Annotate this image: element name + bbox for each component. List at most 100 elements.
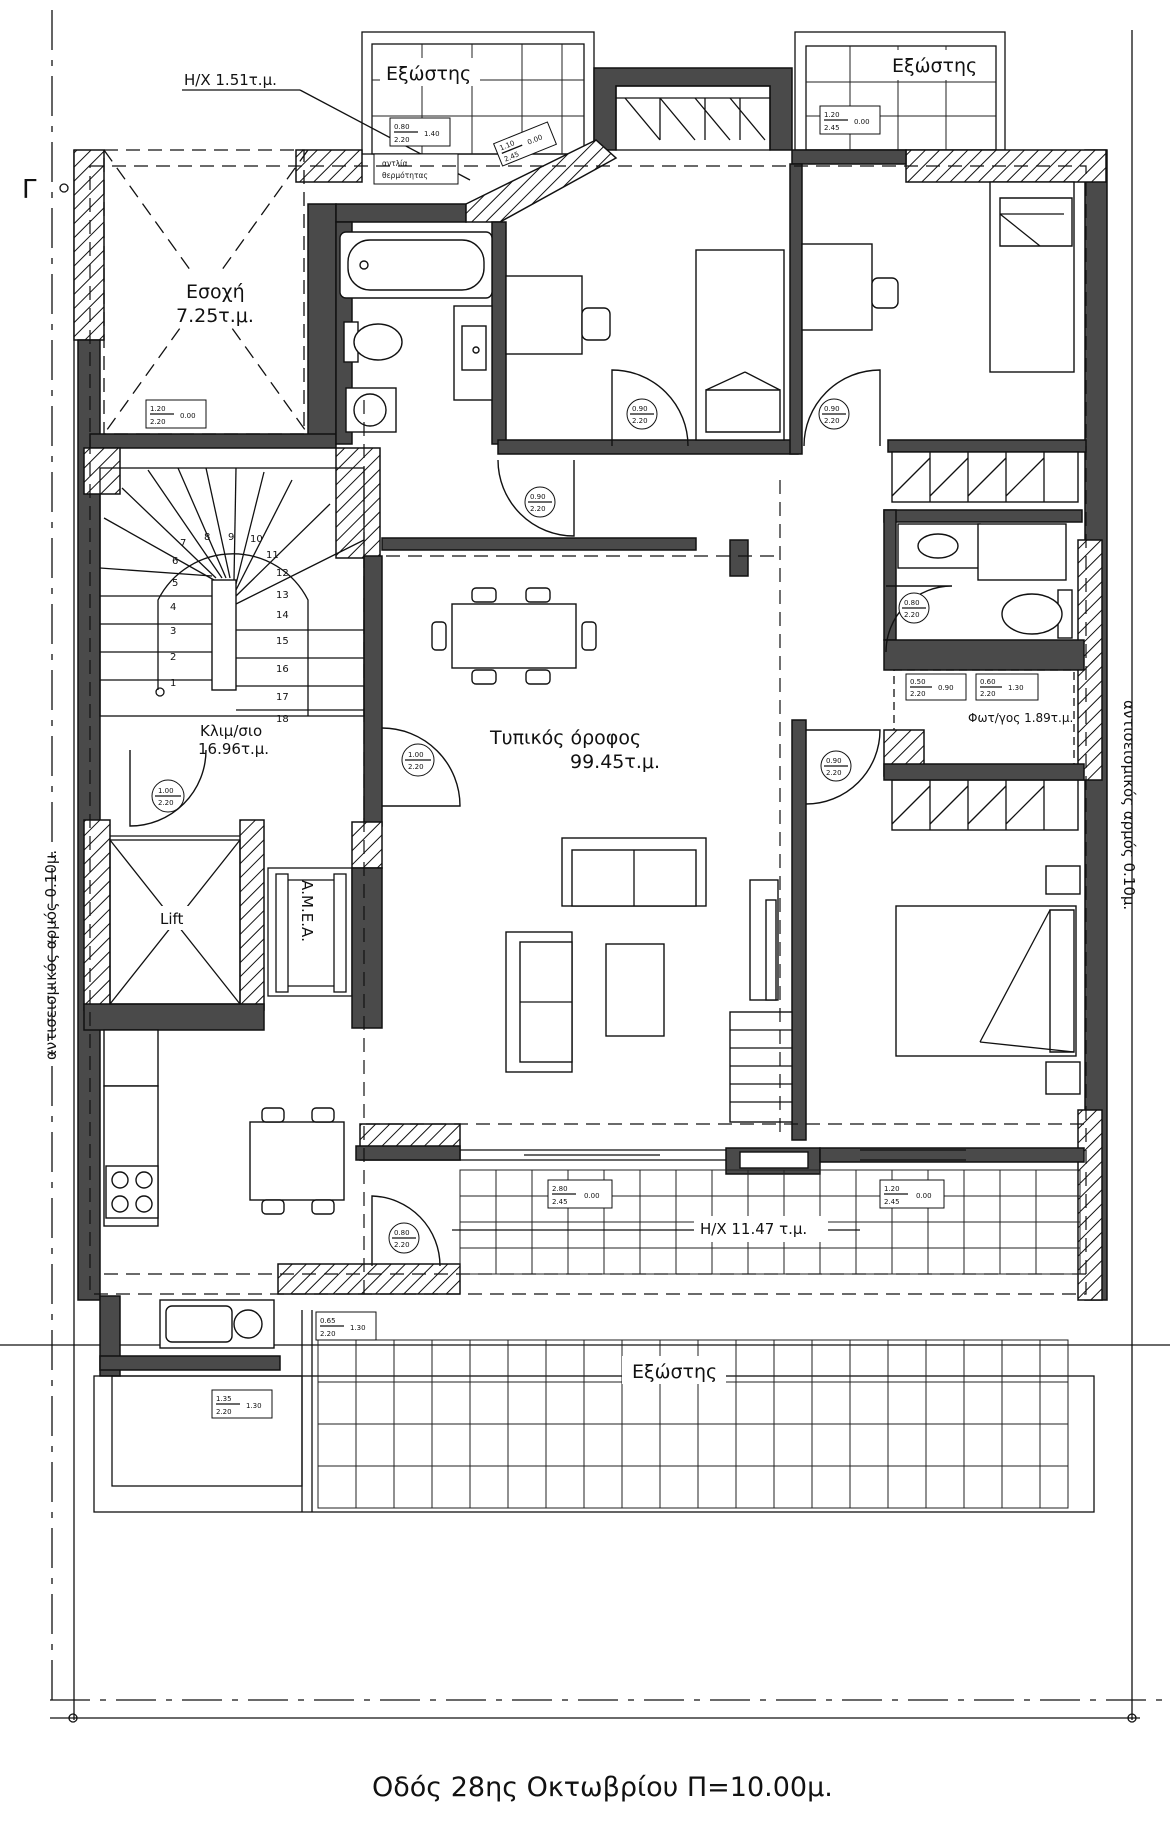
svg-text:2: 2 <box>170 652 176 663</box>
svg-text:2.45: 2.45 <box>552 1198 568 1206</box>
terrace: Η/Χ 11.47 τ.μ. <box>452 1169 1081 1275</box>
terrace-area-label: Η/Χ 11.47 τ.μ. <box>700 1220 807 1238</box>
svg-text:14: 14 <box>276 610 289 621</box>
seismic-joint-left: αντισεισμικός αρμός 0.10μ. <box>42 850 60 1060</box>
svg-text:9: 9 <box>228 532 234 543</box>
bedroom-ne <box>801 181 1075 373</box>
window-tags: 0.802.201.40 1.102.450.00 1.202.450.00 1… <box>145 105 1039 1419</box>
heat-pump-label-1: αντλία <box>382 159 408 168</box>
door-tag: 0.90 2.20 <box>820 750 852 782</box>
door-swing <box>803 369 881 447</box>
svg-text:2.80: 2.80 <box>552 1185 568 1193</box>
svg-text:18: 18 <box>276 714 289 725</box>
svg-text:2.20: 2.20 <box>904 611 920 619</box>
balcony-south: Εξώστης <box>93 1310 1095 1513</box>
svg-text:1.30: 1.30 <box>246 1402 262 1410</box>
svg-text:1.00: 1.00 <box>158 787 174 795</box>
svg-text:2.20: 2.20 <box>826 769 842 777</box>
svg-text:0.00: 0.00 <box>180 412 196 420</box>
svg-text:15: 15 <box>276 636 289 647</box>
staircase: 1 2 3 4 5 6 7 8 9 10 11 12 13 14 15 16 1… <box>83 447 383 827</box>
svg-text:0.00: 0.00 <box>916 1192 932 1200</box>
svg-text:0.90: 0.90 <box>938 684 954 692</box>
lift: Lift <box>83 819 265 1031</box>
door-tag: 0.80 2.20 <box>898 592 930 624</box>
door-swing <box>805 729 881 805</box>
floor-label: Τυπικός όροφος <box>489 727 641 749</box>
south-wall <box>355 1145 1085 1163</box>
door-swing <box>129 749 207 827</box>
svg-text:2.20: 2.20 <box>530 505 546 513</box>
svg-text:0.80: 0.80 <box>904 599 920 607</box>
balcony-ne-label: Εξώστης <box>892 55 977 77</box>
svg-text:1.35: 1.35 <box>216 1395 232 1403</box>
svg-text:1.00: 1.00 <box>408 751 424 759</box>
svg-text:17: 17 <box>276 692 289 703</box>
bedroom-north <box>497 163 803 455</box>
svg-text:13: 13 <box>276 590 289 601</box>
svg-text:2.45: 2.45 <box>884 1198 900 1206</box>
door-tag: 0.902.20 <box>818 398 850 430</box>
door-tag: 0.802.20 <box>388 1222 420 1254</box>
svg-text:0.00: 0.00 <box>584 1192 600 1200</box>
recess: Εσοχή 7.25τ.μ. <box>103 149 309 435</box>
balcony-nw-label: Εξώστης <box>386 63 471 85</box>
svg-text:0.80: 0.80 <box>394 123 410 131</box>
svg-text:2.20: 2.20 <box>394 136 410 144</box>
svg-text:2.20: 2.20 <box>320 1330 336 1338</box>
wc <box>883 509 1083 641</box>
bedroom-master <box>791 719 1081 1141</box>
door-swing <box>381 727 461 807</box>
svg-text:2.20: 2.20 <box>158 799 174 807</box>
window-tag: 0.50 2.20 0.90 <box>905 673 967 701</box>
svg-text:6: 6 <box>172 556 178 567</box>
svg-text:0.90: 0.90 <box>826 757 842 765</box>
living-area: Τυπικός όροφος 99.45τ.μ. <box>359 537 793 1161</box>
svg-text:0.65: 0.65 <box>320 1317 336 1325</box>
svg-text:1: 1 <box>170 678 176 689</box>
door-tag: 1.00 2.20 <box>151 779 185 813</box>
window-tag: 1.202.200.00 <box>145 399 207 429</box>
bathroom <box>335 221 507 445</box>
svg-text:0.90: 0.90 <box>530 493 546 501</box>
svg-text:2.20: 2.20 <box>216 1408 232 1416</box>
window-tag: 0.602.201.30 <box>975 673 1039 701</box>
svg-text:2.20: 2.20 <box>910 690 926 698</box>
svg-text:1.30: 1.30 <box>350 1324 366 1332</box>
svg-text:2.20: 2.20 <box>394 1241 410 1249</box>
svg-text:10: 10 <box>250 534 263 545</box>
window-tag: 1.20 2.45 0.00 <box>879 1179 945 1209</box>
svg-text:2.20: 2.20 <box>150 418 166 426</box>
heat-pump-label-2: θερμότητας <box>382 171 428 180</box>
lift-label: Lift <box>160 910 184 928</box>
exterior-walls <box>73 139 1108 1301</box>
escape-area-label: Η/Χ 1.51τ.μ. <box>184 71 277 89</box>
svg-text:12: 12 <box>276 568 289 579</box>
svg-text:16: 16 <box>276 664 289 675</box>
svg-text:2.20: 2.20 <box>824 417 840 425</box>
floor-area: 99.45τ.μ. <box>570 751 660 773</box>
wardrobe-upper <box>887 439 1087 503</box>
svg-text:1.20: 1.20 <box>824 111 840 119</box>
doors <box>129 369 953 1267</box>
wardrobe-lower <box>891 779 1079 831</box>
escape-area: Η/Χ 1.51τ.μ. αντλία θερμότητας <box>182 71 471 185</box>
window-tag: 1.202.450.00 <box>819 105 881 135</box>
svg-text:3: 3 <box>170 626 176 637</box>
recess-label: Εσοχή <box>186 281 245 303</box>
svg-text:1.20: 1.20 <box>884 1185 900 1193</box>
svg-text:1.30: 1.30 <box>1008 684 1024 692</box>
svg-text:0.00: 0.00 <box>854 118 870 126</box>
section-marker: Γ <box>22 175 37 205</box>
accessible-platform: Α.Μ.Ε.Α. <box>267 821 383 1029</box>
svg-text:0.50: 0.50 <box>910 678 926 686</box>
svg-text:5: 5 <box>172 578 178 589</box>
door-tags: 0.902.20 0.902.20 0.902.20 1.002.20 0.90… <box>151 398 930 1254</box>
svg-text:8: 8 <box>204 532 210 543</box>
window-tag: 2.80 2.45 0.00 <box>547 1179 613 1209</box>
svg-text:0.60: 0.60 <box>980 678 996 686</box>
window-tag: 1.35 2.20 1.30 <box>211 1389 273 1419</box>
door-swing <box>371 1195 441 1267</box>
stair-label: Κλιμ/σιο <box>200 722 262 740</box>
